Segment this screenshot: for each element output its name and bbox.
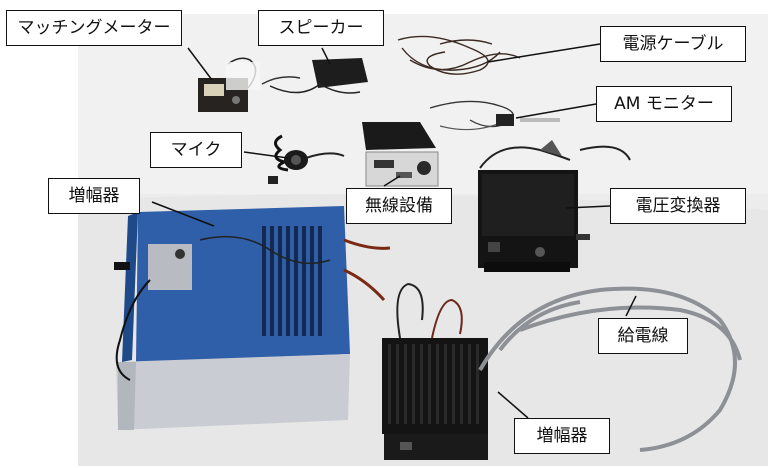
voltage-converter-device: [478, 140, 631, 272]
amplifier-small-device: [382, 282, 488, 460]
amplifier-large-device: [114, 206, 391, 430]
label-speaker: スピーカー: [258, 10, 384, 46]
feed-line-device: [478, 286, 742, 452]
am-monitor-device: [429, 100, 560, 131]
label-radio-equipment: 無線設備: [346, 188, 452, 224]
label-feed-line: 給電線: [598, 318, 688, 354]
label-matching-meter: マッチングメーター: [6, 10, 182, 46]
speaker-device: [261, 58, 368, 94]
label-amplifier-small: 増幅器: [514, 418, 610, 454]
label-power-cable: 電源ケーブル: [600, 26, 746, 62]
label-microphone: マイク: [150, 132, 242, 168]
matching-meter-device: [198, 57, 260, 112]
label-voltage-converter: 電圧変換器: [610, 188, 746, 224]
label-amplifier-large: 増幅器: [48, 178, 140, 214]
label-am-monitor: AM モニター: [596, 86, 732, 122]
radio-equipment-device: [362, 122, 439, 187]
